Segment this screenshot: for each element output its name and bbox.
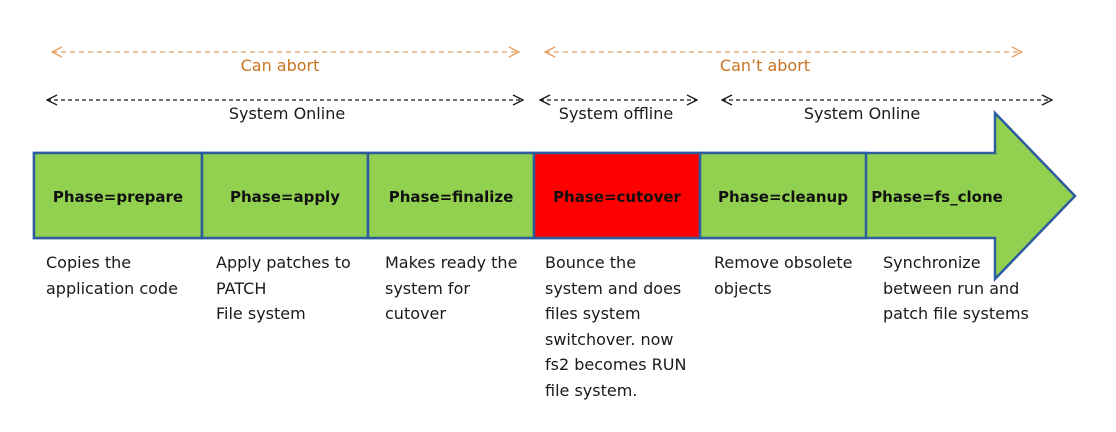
status-ranges: System Online System offline System Onli… (47, 100, 1052, 123)
phase-label-fs-clone: Phase=fs_clone (871, 188, 1003, 206)
phase-box-cleanup (698, 151, 868, 240)
can-abort-label: Can abort (241, 56, 320, 75)
system-online-label-1: System Online (229, 104, 345, 123)
phase-label-prepare: Phase=prepare (53, 188, 183, 206)
phase-description-cleanup: Remove obsolete objects (714, 253, 853, 298)
phase-label-cutover: Phase=cutover (553, 188, 681, 206)
cant-abort-label: Can’t abort (720, 56, 810, 75)
phase-description-prepare: Copies the application code (46, 253, 178, 298)
system-offline-label: System offline (559, 104, 673, 123)
phase-label-finalize: Phase=finalize (389, 188, 514, 206)
abort-ranges: Can abort Can’t abort (52, 52, 1022, 75)
phase-description-fs-clone: Synchronize between run and patch file s… (883, 253, 1029, 323)
phase-labels: Phase=prepare Phase=apply Phase=finalize… (53, 188, 1003, 206)
system-online-label-2: System Online (804, 104, 920, 123)
phase-description-finalize: Makes ready the system for cutover (385, 253, 518, 323)
phase-label-apply: Phase=apply (230, 188, 340, 206)
phase-box-prepare (32, 151, 204, 240)
phase-description-cutover: Bounce the system and does files system … (545, 253, 687, 400)
phase-label-cleanup: Phase=cleanup (718, 188, 848, 206)
phase-box-finalize (366, 151, 536, 240)
phase-boxes (32, 151, 868, 240)
phase-description-apply: Apply patches to PATCH File system (216, 253, 351, 323)
